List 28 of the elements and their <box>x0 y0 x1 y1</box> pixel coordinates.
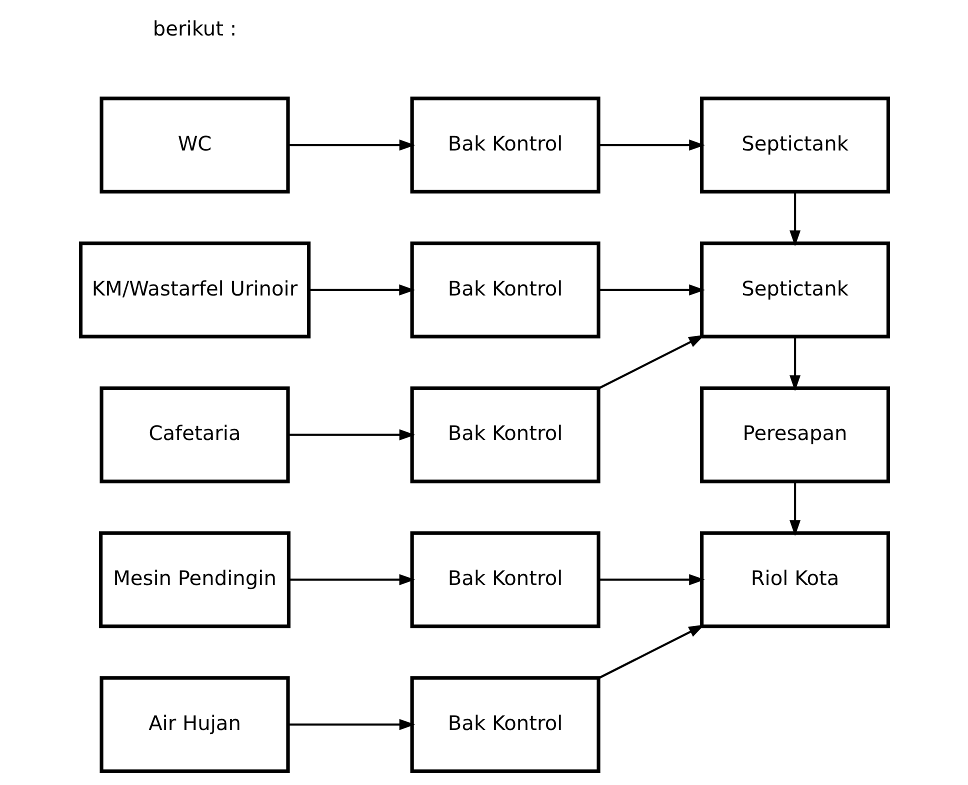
arrow <box>598 574 704 586</box>
label: berikut : <box>152 16 236 41</box>
arrow <box>598 140 704 151</box>
arrow <box>288 140 415 151</box>
node-box: Bak Kontrol <box>410 531 600 628</box>
arrow <box>308 284 414 296</box>
arrow <box>789 192 800 246</box>
node-box: Riol Kota <box>700 531 890 628</box>
node-box: Peresapan <box>700 386 890 484</box>
node-box: Septictank <box>700 96 890 194</box>
node-box: Mesin Pendingin <box>98 531 290 628</box>
node-box: Bak Kontrol <box>410 676 600 773</box>
node-box: Septictank <box>700 242 890 338</box>
arrow <box>598 284 704 296</box>
arrow <box>789 481 800 536</box>
node-box: Bak Kontrol <box>410 242 600 338</box>
node-box: WC <box>99 96 290 194</box>
arrow <box>598 624 704 680</box>
node-box: KM/Wastarfel Urinoir <box>78 242 310 338</box>
node-box: Cafetaria <box>99 386 290 484</box>
arrow <box>598 334 704 390</box>
node-box: Bak Kontrol <box>410 386 600 484</box>
arrow <box>288 719 415 730</box>
arrow <box>288 429 415 440</box>
node-box: Air Hujan <box>99 676 290 773</box>
arrow <box>789 336 800 392</box>
node-box: Bak Kontrol <box>410 96 600 194</box>
arrow <box>288 574 415 586</box>
